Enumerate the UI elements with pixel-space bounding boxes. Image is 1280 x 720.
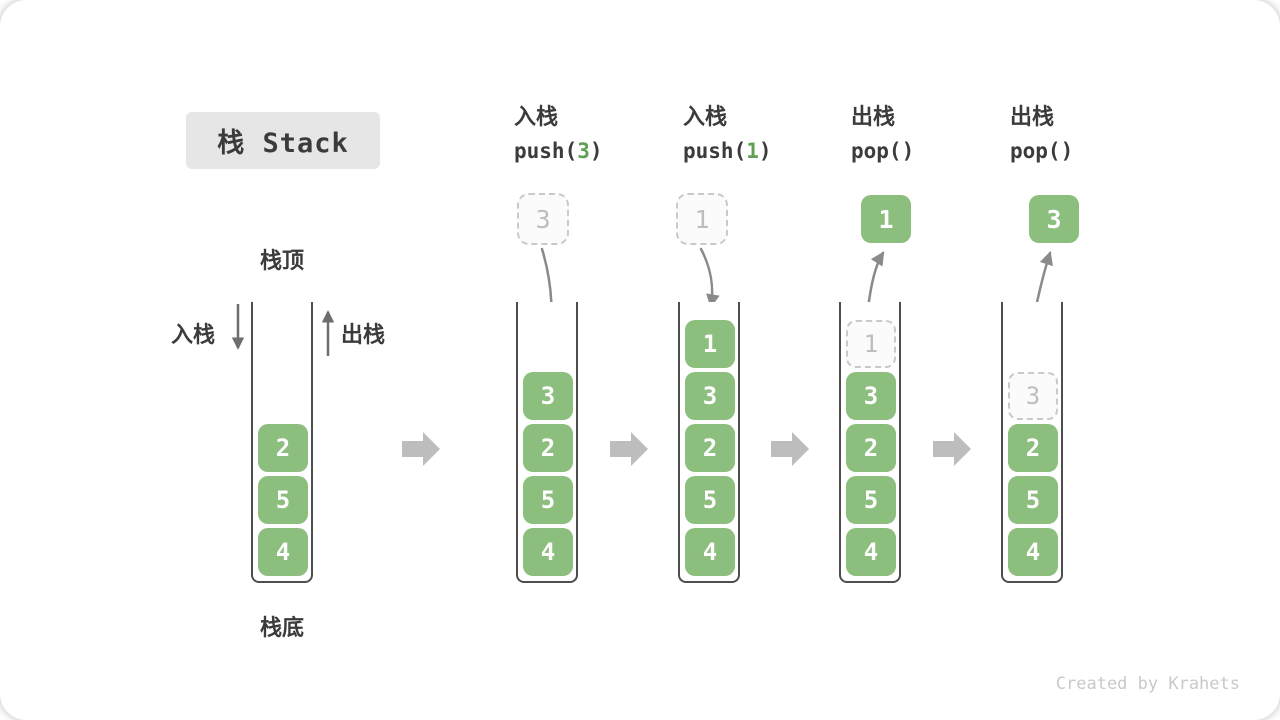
stack-container-5: 3 2 5 4 [1001,302,1063,583]
operation-name: 入栈 [683,104,728,129]
stack-cell: 5 [685,476,735,524]
stack-cell: 4 [523,528,573,576]
stack-cell: 3 [523,372,573,420]
stack-container-4: 1 3 2 5 4 [839,302,901,583]
stack-cell: 5 [846,476,896,524]
operation-code: push(1) [683,139,772,163]
operation-code: push(3) [514,139,603,163]
stack-cell: 1 [685,320,735,368]
push-side-label: 入栈 [171,322,216,347]
pop-curve-arrow-icon [866,251,885,311]
code-argument: 3 [577,139,590,163]
flow-arrow-icon [610,432,648,466]
stack-cell: 5 [523,476,573,524]
incoming-value-box: 3 [517,193,569,245]
stack-container-2: 3 2 5 4 [516,302,578,583]
flow-arrow-icon [402,432,440,466]
code-argument: 1 [746,139,759,163]
pop-side-label: 出栈 [341,322,386,347]
stack-cell: 4 [1008,528,1058,576]
stack-container-1: 2 5 4 [251,302,313,583]
push-curve-arrow-icon [699,247,720,309]
stack-cell: 4 [258,528,308,576]
stack-cell: 2 [1008,424,1058,472]
stack-top-label: 栈顶 [259,248,304,273]
stack-cell: 2 [523,424,573,472]
stack-cell: 3 [685,372,735,420]
stack-cell: 2 [685,424,735,472]
title-text: 栈 Stack [217,128,349,159]
stack-cell: 2 [258,424,308,472]
stack-cell: 5 [258,476,308,524]
watermark-credit: Created by Krahets [1055,674,1240,694]
stack-cell: 3 [846,372,896,420]
stack-bottom-label: 栈底 [259,615,304,640]
operation-code: pop() [851,139,915,163]
title-box: 栈 Stack [186,112,380,169]
stack-cell-ghost: 1 [846,320,896,368]
popped-value-box: 3 [1029,195,1079,243]
stack-cell: 5 [1008,476,1058,524]
stack-cell-ghost: 3 [1008,372,1058,420]
incoming-value-box: 1 [676,193,728,245]
stack-cell: 4 [846,528,896,576]
operation-label-push-1: 入栈 push(1) [683,104,863,163]
operation-label-pop-1: 出栈 pop() [851,104,1031,163]
stack-cell: 2 [846,424,896,472]
flow-arrow-icon [771,432,809,466]
stack-container-3: 1 3 2 5 4 [678,302,740,583]
operation-name: 出栈 [1010,104,1055,129]
stack-cell: 4 [685,528,735,576]
operation-name: 入栈 [514,104,559,129]
popped-value-box: 1 [861,195,911,243]
operation-label-pop-3: 出栈 pop() [1010,104,1190,163]
operation-name: 出栈 [851,104,896,129]
flow-arrow-icon [933,432,971,466]
operation-label-push-3: 入栈 push(3) [514,104,694,163]
operation-code: pop() [1010,139,1074,163]
